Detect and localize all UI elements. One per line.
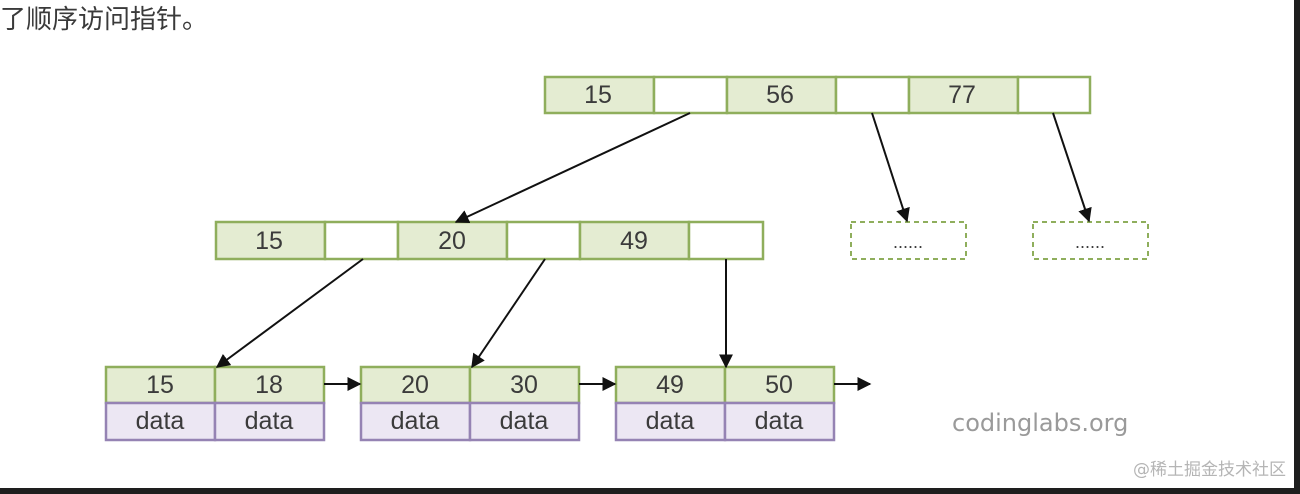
leaf-node: 49 50 data data [614, 365, 836, 442]
leaf-data-cell [723, 401, 836, 442]
internal-node: 15 20 49 [214, 220, 765, 261]
leaf-data-label: data [755, 407, 804, 435]
leaf-key-cell [723, 365, 836, 405]
pointer-arrow [1052, 112, 1092, 223]
placeholder-box [1032, 221, 1149, 260]
root-key-cell [543, 75, 656, 115]
leaf-data-label: data [500, 407, 549, 435]
leaf-key-label: 50 [765, 371, 793, 399]
internal-key-label: 49 [620, 227, 648, 255]
source-credit: codinglabs.org [952, 409, 1129, 437]
placeholder-node: ...... [850, 221, 967, 260]
placeholder-box [850, 221, 967, 260]
internal-key-label: 15 [255, 227, 283, 255]
root-key-cell [725, 75, 838, 115]
leaf-data-label: data [646, 407, 695, 435]
leaf-node: 15 18 data data [104, 365, 326, 442]
root-key-label: 77 [948, 81, 976, 109]
internal-key-cell [396, 220, 509, 261]
pointer-arrow [871, 112, 910, 223]
root-key-label: 15 [584, 81, 612, 109]
leaf-data-cell [104, 401, 217, 442]
internal-key-label: 20 [438, 227, 466, 255]
watermark: @稀土掘金技术社区 [1133, 460, 1286, 480]
leaf-data-cell [359, 401, 472, 442]
internal-pointer-cell [687, 220, 765, 261]
leaf-data-cell [213, 401, 326, 442]
leaf-node: 20 30 data data [359, 365, 581, 442]
root-node: 15 56 77 [543, 75, 1092, 115]
placeholder-ellipsis: ...... [1075, 232, 1105, 252]
root-key-cell [907, 75, 1020, 115]
leaf-key-label: 20 [401, 371, 429, 399]
leaf-key-cell [468, 365, 581, 405]
leaf-key-label: 15 [146, 371, 174, 399]
leaf-data-cell [468, 401, 581, 442]
leaf-data-label: data [391, 407, 440, 435]
root-pointer-cell [652, 75, 729, 115]
internal-pointer-cell [505, 220, 582, 261]
leaf-data-label: data [136, 407, 185, 435]
internal-key-cell [214, 220, 327, 261]
leaf-key-label: 18 [255, 371, 283, 399]
placeholder-ellipsis: ...... [893, 232, 923, 252]
pointer-arrow [471, 258, 546, 369]
internal-key-cell [578, 220, 691, 261]
root-pointer-cell [1016, 75, 1092, 115]
pointer-arrow [454, 112, 691, 224]
internal-pointer-cell [323, 220, 400, 261]
leaf-data-label: data [245, 407, 294, 435]
placeholder-node: ...... [1032, 221, 1149, 260]
pointer-arrow [215, 258, 364, 368]
leaf-key-label: 30 [510, 371, 538, 399]
root-key-label: 56 [766, 81, 794, 109]
paragraph-fragment: 了顺序访问指针。 [0, 5, 209, 35]
leaf-key-label: 49 [656, 371, 684, 399]
root-pointer-cell [834, 75, 911, 115]
leaf-key-cell [104, 365, 217, 405]
